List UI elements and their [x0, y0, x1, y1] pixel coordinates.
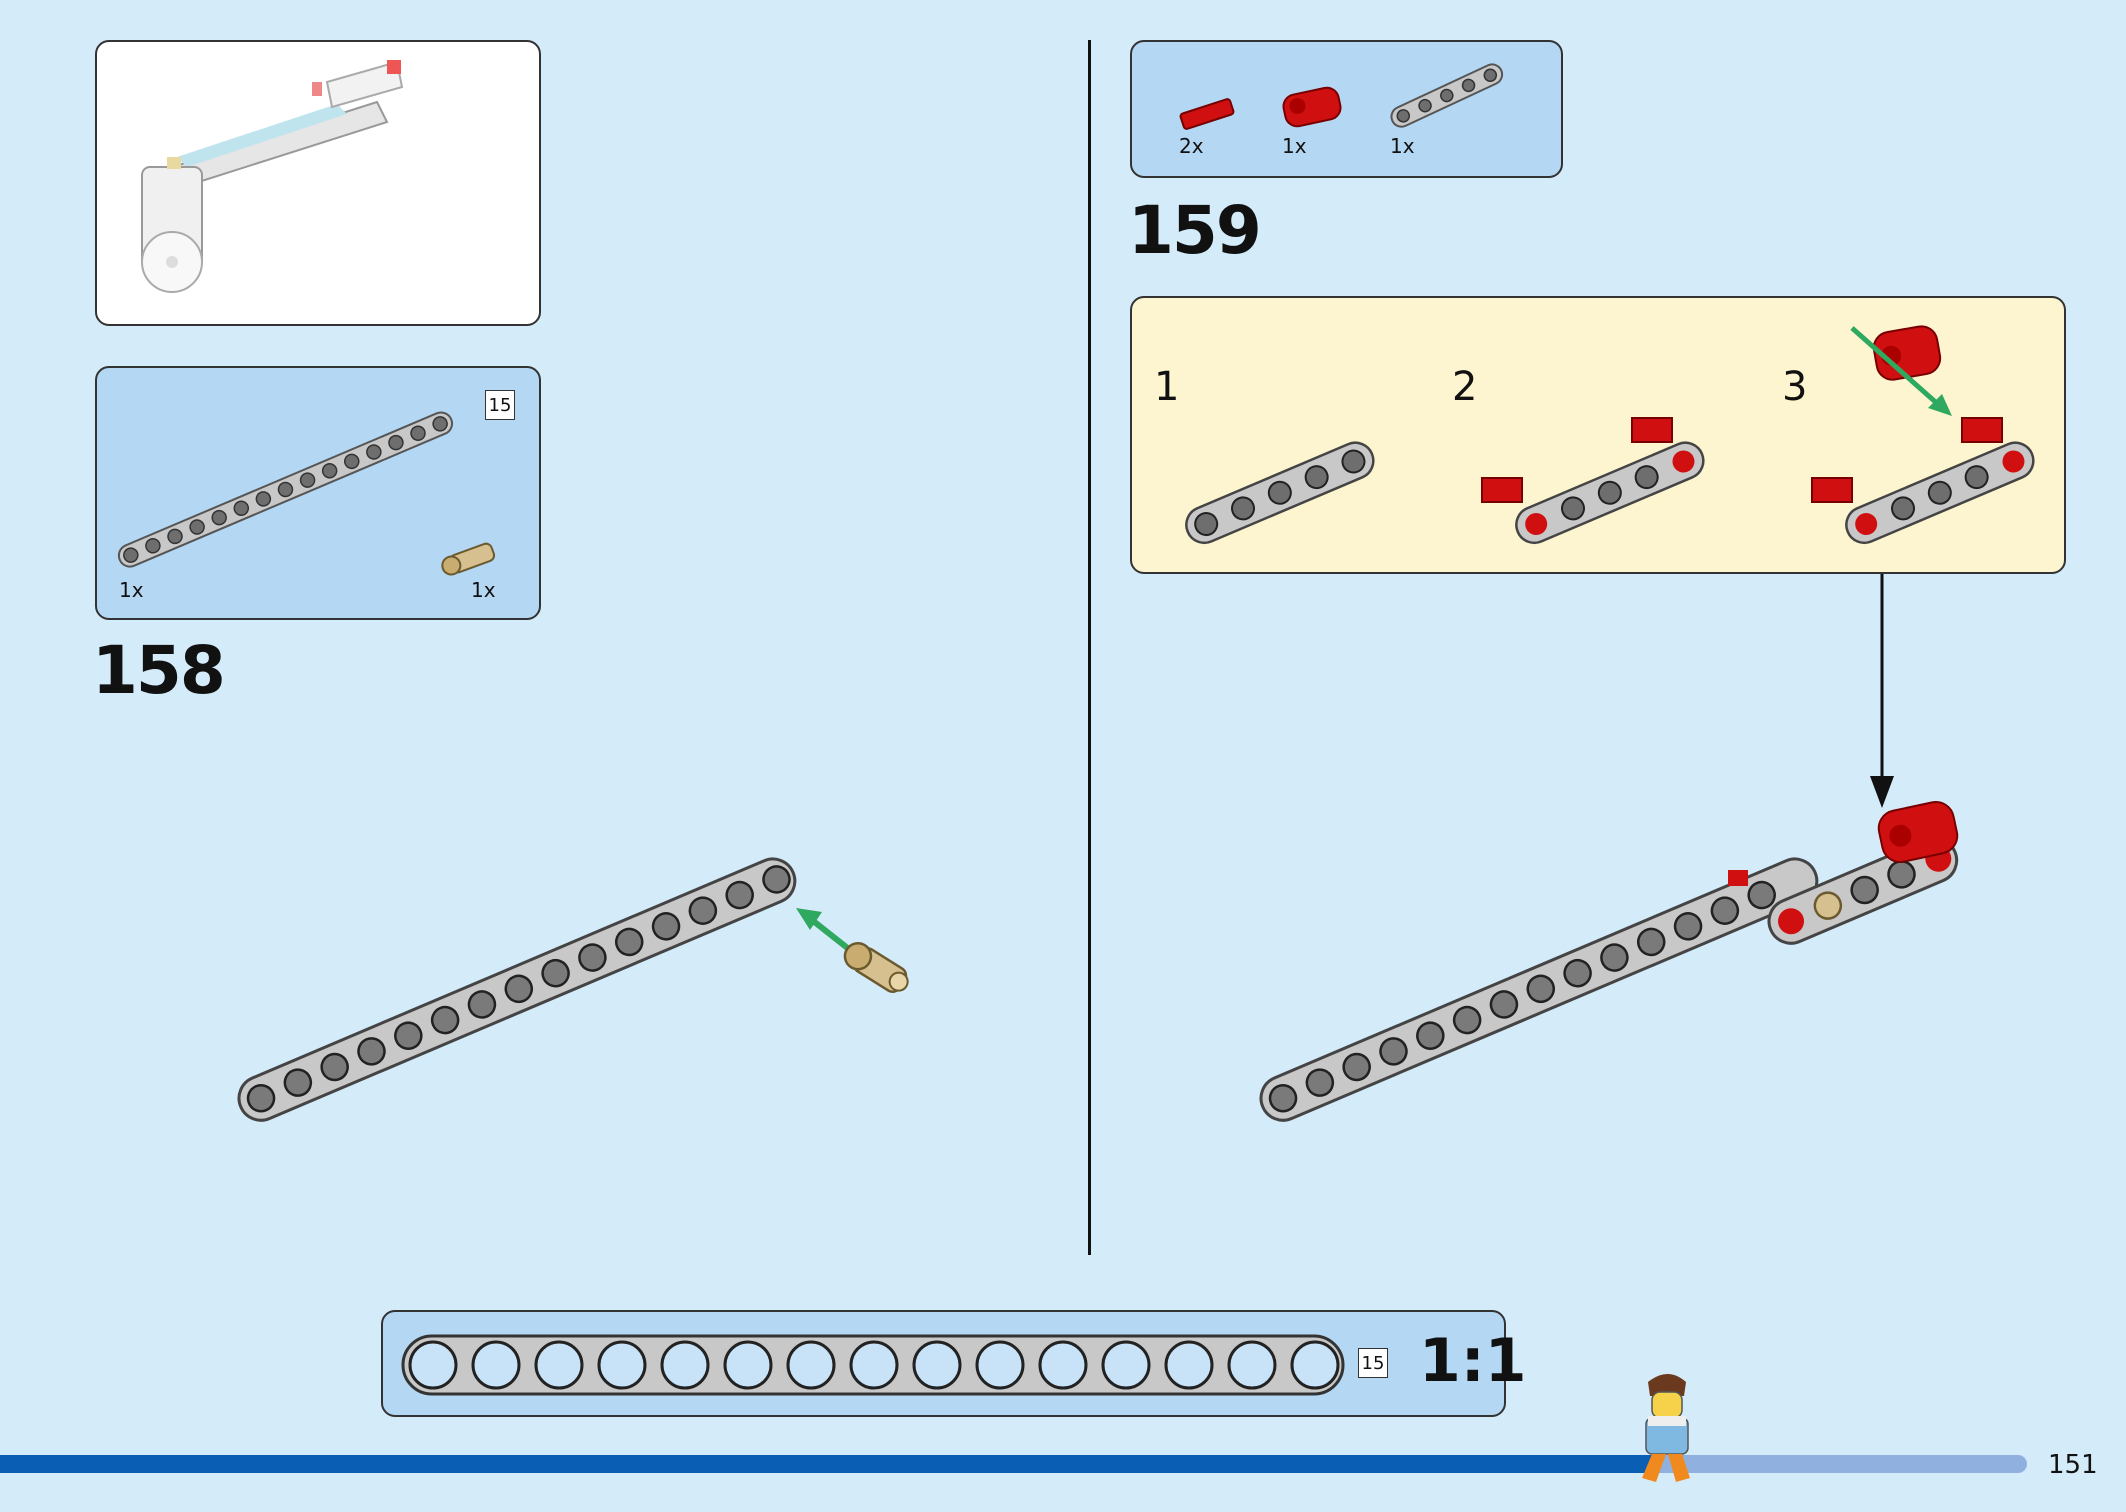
progress-bar-filled	[0, 1455, 1655, 1473]
step-159-illustration	[1259, 574, 1959, 1122]
step-158-illustration	[237, 857, 909, 1122]
beam-length-badge: 15	[485, 390, 515, 420]
substep-panel-159: 1 2 3	[1130, 296, 2066, 574]
beam-15-part	[117, 411, 454, 568]
submodel-illustration	[141, 60, 404, 293]
parts-list-159: 2x 1x 1x	[1130, 40, 1563, 178]
pin-quantity: 1x	[471, 578, 496, 602]
page-number: 151	[2048, 1450, 2098, 1480]
red-pin-quantity: 2x	[1179, 134, 1204, 158]
beam-5-part	[1390, 63, 1504, 128]
beam-5-quantity: 1x	[1390, 134, 1415, 158]
step-number-159: 159	[1128, 192, 1262, 269]
progress-bar-remaining	[1655, 1455, 2027, 1473]
scale-label: 1:1	[1419, 1326, 1527, 1396]
ruler-beam	[401, 1334, 1345, 1396]
substep-illustrations	[1185, 325, 2035, 545]
parts-list-158: 15 1x 1x	[95, 366, 541, 620]
minifigure-icon	[1642, 1374, 1690, 1482]
page-divider	[1088, 40, 1091, 1255]
beam-quantity: 1x	[119, 578, 144, 602]
red-connector-part	[1282, 86, 1342, 128]
substep-number-2: 2	[1452, 364, 1478, 410]
substep-number-1: 1	[1154, 364, 1180, 410]
length-ruler: 15 1:1	[381, 1310, 1527, 1417]
red-axle-pin-part	[1179, 98, 1235, 130]
submodel-preview	[95, 40, 541, 326]
tan-axle-pin-part	[441, 542, 496, 576]
step-number-158: 158	[92, 632, 226, 709]
substep-number-3: 3	[1782, 364, 1808, 410]
red-connector-quantity: 1x	[1282, 134, 1307, 158]
ruler-length-badge: 15	[1358, 1348, 1388, 1378]
